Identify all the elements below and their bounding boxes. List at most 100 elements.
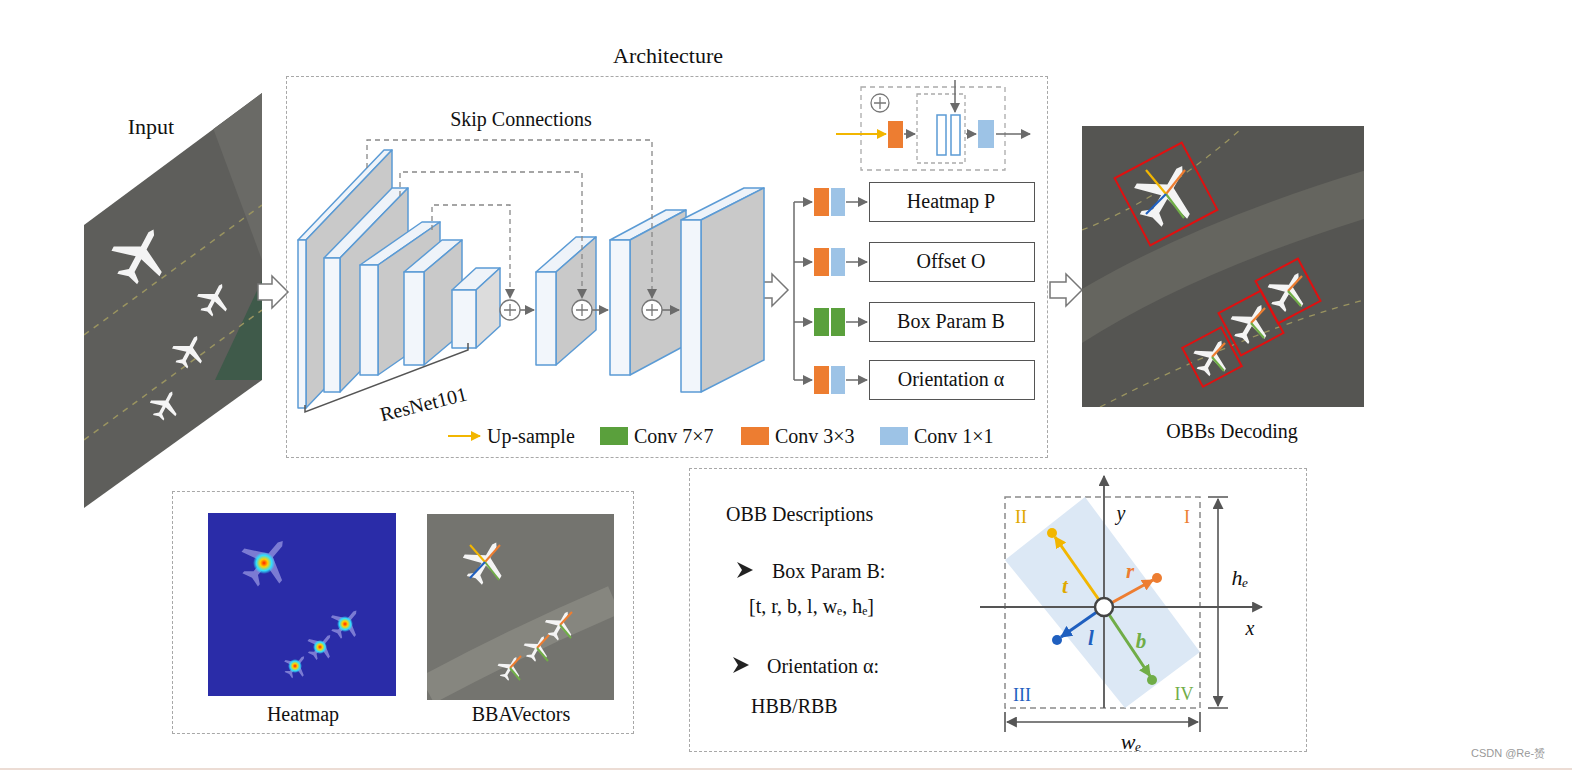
conv-layer-part: [814, 188, 829, 216]
bbavectors-image-part: [427, 600, 614, 690]
vector-label: r: [1126, 559, 1134, 583]
skip-connection-part: [432, 205, 510, 298]
add-symbol-part: [572, 300, 592, 320]
conv-layer-part: [831, 308, 845, 336]
input-image-part: [145, 385, 184, 425]
obb-figure-part: [1007, 721, 1198, 723]
input-image: [84, 93, 262, 508]
bbavectors-image-part-part: [485, 545, 500, 562]
heatmap-image-part: [337, 616, 353, 632]
output-label: OBBs Decoding: [1166, 420, 1298, 443]
conv-layer-part: [831, 366, 845, 394]
upsample-inset-part: [996, 133, 1030, 135]
output-image-part-part: [1115, 143, 1218, 246]
output-image-part-part: [1212, 343, 1225, 357]
bbavectors-image: [427, 514, 614, 700]
bbavectors-image-part-part: [470, 562, 485, 578]
flow-arrow-part: [1050, 274, 1082, 306]
upsample-inset-part: [954, 80, 956, 112]
bbavectors-image-part: [470, 545, 572, 680]
dimension-label: wₑ: [1121, 729, 1141, 754]
skip-label: Skip Connections: [450, 108, 592, 131]
decoder-block-part: [630, 210, 686, 375]
output-image-part: [1124, 151, 1209, 236]
bullet-part: [737, 562, 753, 578]
bbavectors-image-part-part: [485, 562, 499, 580]
bbavectors-image-part-part: [510, 668, 520, 680]
skip-connection-part: [400, 172, 582, 298]
add-symbol-part: [642, 300, 662, 320]
legend-arrow-sample: [448, 435, 480, 437]
upsample-inset-part: [871, 94, 889, 112]
heatmap-image-part: [253, 552, 275, 574]
bbavectors-image-part-part: [510, 656, 521, 668]
heatmap-image-part: [208, 513, 396, 696]
heatmap-image: [208, 513, 396, 696]
output-image-part-part: [1212, 357, 1224, 371]
output-image-part-part: [1251, 323, 1264, 338]
node-text: Offset O: [916, 250, 985, 273]
encoder-block-part: [404, 272, 424, 365]
obb-figure-part: [1147, 675, 1157, 685]
input-image-part: [215, 280, 262, 380]
node-text: Box Param B: [897, 310, 1005, 333]
flow-line-part: [662, 309, 679, 311]
heatmap-image-part: [313, 640, 327, 654]
upsample-inset-part: [951, 115, 960, 155]
upsample-inset-part: [861, 87, 1005, 170]
encoder-block-part: [476, 268, 500, 348]
obb-figure-part: [1217, 499, 1219, 706]
upsample-inset: [836, 80, 1030, 170]
encoder-block-part: [452, 290, 476, 348]
legend-text: Up-sample: [487, 425, 575, 448]
output-head-box: Box Param B: [869, 302, 1035, 342]
output-head-box: Offset O: [869, 242, 1035, 282]
add-symbol-part: [504, 304, 516, 316]
upsample-inset-part: [904, 133, 915, 135]
head-branch-part: [794, 379, 812, 381]
upsample-inset-part: [978, 120, 994, 148]
output-head-box: Heatmap P: [869, 182, 1035, 222]
obb-figure-part: [1104, 607, 1150, 676]
decoder-block-part: [610, 240, 630, 375]
node-text: Box Param B:: [772, 560, 885, 583]
add-symbol: [500, 300, 662, 320]
input-label: Input: [128, 114, 174, 139]
output-image-part: [1224, 295, 1278, 349]
obb-figure-part: [1005, 497, 1200, 708]
node-text: [t, r, b, l, wₑ, hₑ]: [749, 595, 874, 618]
obb-figure-part: [1103, 476, 1105, 708]
skip-connection-part: [367, 140, 652, 298]
bbavectors-image-part-part: [560, 625, 571, 638]
output-image-part: [1261, 263, 1315, 317]
output-image-part: [1082, 130, 1240, 230]
upsample-inset-part: [917, 94, 965, 163]
head-branch-part: [794, 321, 812, 323]
node-text: Heatmap: [267, 703, 339, 726]
bbavectors-image-part-part: [537, 635, 549, 648]
obb-figure-part: [1005, 497, 1200, 708]
bullet-part: [733, 657, 749, 673]
output-image-part: [1082, 190, 1364, 330]
heatmap-image-part: [302, 626, 341, 665]
obb-figure-part: [1095, 598, 1113, 616]
bbavectors-image-part: [494, 651, 527, 684]
obb-figure-part: [1208, 497, 1228, 708]
bbavectors-image-part-part: [560, 612, 572, 625]
head-branch-part: [846, 321, 867, 323]
bbavectors-image-part: [520, 630, 555, 665]
input-image-part: [200, 93, 262, 260]
dimension-label: hₑ: [1232, 565, 1249, 590]
conv-layer-part: [831, 188, 845, 216]
output-image-part-part: [1251, 308, 1265, 323]
bbavectors-image-part-part: [537, 648, 548, 661]
node-text: BBAVectors: [472, 703, 571, 726]
heatmap-image-part: [279, 649, 313, 683]
decoder-block-part: [681, 220, 701, 392]
output-image-part-part: [1166, 194, 1184, 218]
quadrant-label: II: [1015, 507, 1027, 528]
axis-label: y: [1117, 502, 1126, 525]
quadrant-label: I: [1184, 507, 1190, 528]
node-text: Orientation α: [898, 368, 1005, 391]
